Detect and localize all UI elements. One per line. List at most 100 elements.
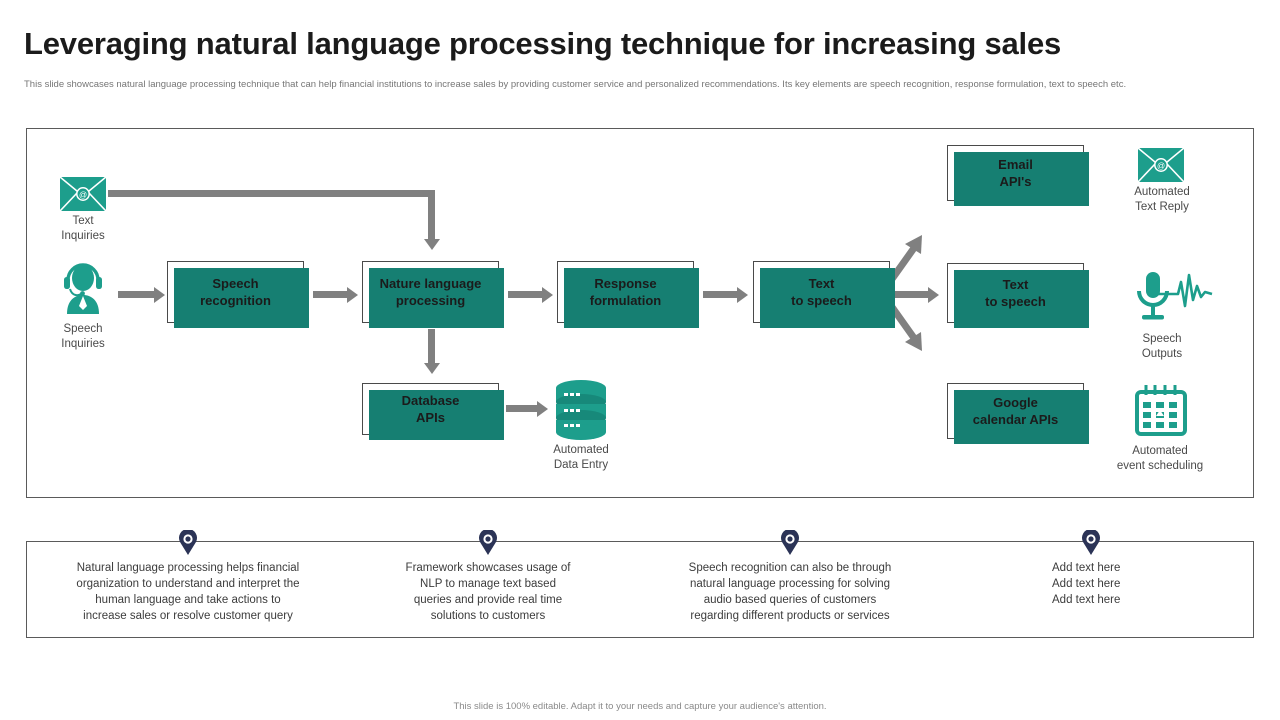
caption-line-2: Text Reply: [1135, 201, 1189, 213]
box-line-1: Database: [401, 393, 460, 408]
svg-text:@: @: [79, 191, 87, 200]
note-line: audio based queries of customers: [703, 594, 877, 606]
automated-text-reply-caption: Automated Text Reply: [1104, 185, 1220, 215]
box-shadow: [174, 268, 309, 328]
caption-line-1: Automated: [553, 444, 609, 456]
pin-marker-icon: [178, 528, 198, 556]
notes-frame: [26, 541, 1254, 638]
note-line: Add text here: [1052, 594, 1121, 606]
speech-outputs-caption: Speech Outputs: [1110, 332, 1214, 362]
email-envelope-icon: @: [59, 176, 107, 212]
calendar-icon: [1134, 384, 1188, 436]
box-line-1: Response: [594, 276, 657, 291]
box-text-to-speech-output[interactable]: Text to speech: [947, 263, 1089, 328]
note-line: solutions to customers: [430, 610, 546, 622]
box-line-1: Text: [1002, 277, 1029, 292]
note-line: Speech recognition can also be through: [688, 562, 892, 574]
pin-marker-icon: [478, 528, 498, 556]
box-nature-language-processing[interactable]: Nature language processing: [362, 261, 504, 328]
arrow-database-to-icon: [506, 405, 539, 412]
text-inquiries-caption: Text Inquiries: [40, 214, 126, 244]
headset-agent-icon: [57, 258, 109, 314]
note-line: organization to understand and interpret…: [76, 578, 300, 590]
arrow-speech-to-recognition-head: [154, 286, 165, 303]
box-line-2: recognition: [200, 293, 271, 308]
note-line: Add text here: [1052, 578, 1121, 590]
box-line-2: processing: [395, 293, 466, 308]
box-response-formulation[interactable]: Response formulation: [557, 261, 699, 328]
pin-marker-icon: [1081, 528, 1101, 556]
note-line: Add text here: [1052, 562, 1121, 574]
box-line-1: Email: [998, 157, 1033, 172]
box-email-apis[interactable]: Email API's: [947, 145, 1089, 206]
page-subtitle: This slide showcases natural language pr…: [24, 79, 1127, 90]
automated-event-scheduling-caption: Automated event scheduling: [1092, 444, 1228, 474]
arrow-text-inquiry-head: [423, 239, 440, 250]
box-shadow: [760, 268, 895, 328]
box-line-2: formulation: [589, 293, 662, 308]
box-google-calendar-apis[interactable]: Google calendar APIs: [947, 383, 1089, 444]
svg-text:@: @: [1157, 162, 1165, 171]
arrow-response-to-tts: [703, 291, 739, 298]
box-line-2: to speech: [791, 293, 852, 308]
microphone-waveform-icon: [1134, 270, 1214, 326]
arrow-response-to-tts-head: [737, 286, 748, 303]
arrow-database-to-icon-head: [537, 400, 548, 417]
note-line: regarding different products or services: [690, 610, 890, 622]
box-shadow: [564, 268, 699, 328]
arrow-branch-middle: [888, 291, 930, 298]
note-line: natural language processing for solving: [689, 578, 891, 590]
box-text-to-speech-hub[interactable]: Text to speech: [753, 261, 895, 328]
arrow-nlp-to-response: [508, 291, 544, 298]
email-envelope-icon: @: [1137, 147, 1185, 183]
automated-data-entry-caption: Automated Data Entry: [525, 443, 637, 473]
database-stack-icon: [550, 378, 612, 440]
arrow-nlp-to-database: [428, 329, 435, 365]
arrow-recognition-to-nlp-head: [347, 286, 358, 303]
caption-line-1: Automated: [1132, 445, 1188, 457]
pin-marker-icon: [780, 528, 800, 556]
box-line-1: Google: [993, 395, 1038, 410]
caption-line-1: Speech: [1142, 333, 1182, 345]
note-line: increase sales or resolve customer query: [83, 610, 293, 622]
box-line-2: calendar APIs: [972, 412, 1059, 427]
note-item: Speech recognition can also be through n…: [655, 560, 925, 624]
box-line-1: Nature language: [379, 276, 482, 291]
arrow-text-inquiry-vertical: [428, 190, 435, 241]
footer-note: This slide is 100% editable. Adapt it to…: [453, 701, 827, 712]
note-line: human language and take actions to: [95, 594, 281, 606]
box-speech-recognition[interactable]: Speech recognition: [167, 261, 309, 328]
box-shadow: [369, 268, 504, 328]
caption-line-2: Outputs: [1141, 348, 1183, 360]
arrow-text-inquiry-horizontal: [108, 190, 435, 197]
note-item: Add text here Add text here Add text her…: [1052, 560, 1222, 608]
box-shadow: [954, 152, 1089, 206]
box-database-apis[interactable]: Database APIs: [362, 383, 504, 440]
box-shadow: [369, 390, 504, 440]
note-item: Framework showcases usage of NLP to mana…: [363, 560, 613, 624]
box-line-2: APIs: [416, 410, 445, 425]
caption-line-2: Data Entry: [553, 459, 609, 471]
caption-line-2: Inquiries: [61, 338, 105, 350]
arrow-recognition-to-nlp: [313, 291, 349, 298]
box-shadow: [954, 390, 1089, 444]
caption-line-1: Automated: [1134, 186, 1190, 198]
note-line: Framework showcases usage of: [405, 562, 571, 574]
page-title: Leveraging natural language processing t…: [24, 26, 1062, 61]
box-line-1: Text: [808, 276, 835, 291]
note-line: queries and provide real time: [413, 594, 563, 606]
box-shadow: [954, 270, 1089, 328]
note-line: NLP to manage text based: [420, 578, 556, 590]
box-line-1: Speech: [212, 276, 259, 291]
box-line-2: API's: [999, 174, 1032, 189]
caption-line-1: Text: [72, 215, 94, 227]
box-line-2: to speech: [985, 294, 1046, 309]
arrow-branch-middle-head: [928, 286, 939, 303]
caption-line-2: event scheduling: [1116, 460, 1204, 472]
caption-line-1: Speech: [63, 323, 103, 335]
caption-line-2: Inquiries: [61, 230, 105, 242]
arrow-nlp-to-database-head: [423, 363, 440, 374]
arrow-nlp-to-response-head: [542, 286, 553, 303]
arrow-speech-to-recognition: [118, 291, 156, 298]
speech-inquiries-caption: Speech Inquiries: [40, 322, 126, 352]
